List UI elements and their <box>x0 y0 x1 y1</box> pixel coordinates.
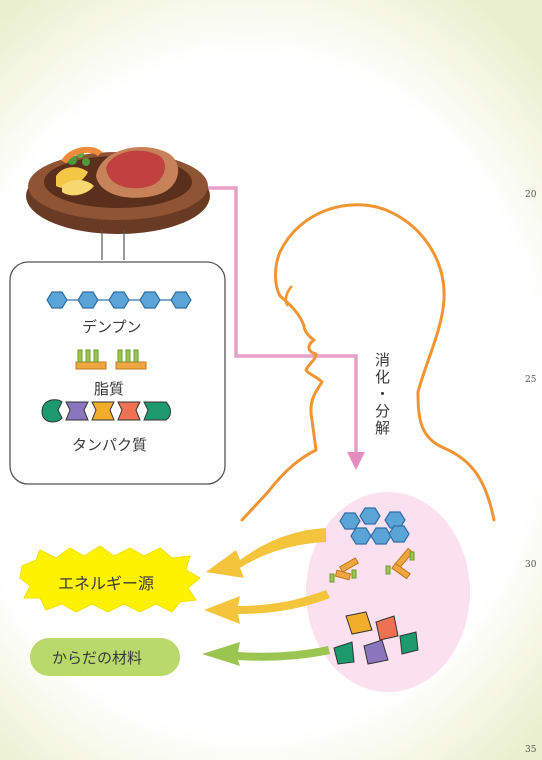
digestion-path <box>206 188 356 452</box>
energy-label: エネルギー源 <box>58 570 154 594</box>
human-outline <box>242 205 494 520</box>
line-number-30: 30 <box>525 560 536 570</box>
fat-label: 脂質 <box>94 378 124 399</box>
line-number-20: 20 <box>525 190 536 200</box>
digestion-label: 消化・分解 <box>372 352 393 437</box>
steak-plate <box>26 147 210 234</box>
line-number-25: 25 <box>525 375 536 385</box>
digestion-arrowhead <box>347 452 365 470</box>
material-label: からだの材料 <box>52 647 142 668</box>
line-number-35: 35 <box>525 745 536 755</box>
starch-label: デンプン <box>82 316 142 337</box>
material-arrow <box>202 642 330 666</box>
protein-label: タンパク質 <box>72 434 147 455</box>
